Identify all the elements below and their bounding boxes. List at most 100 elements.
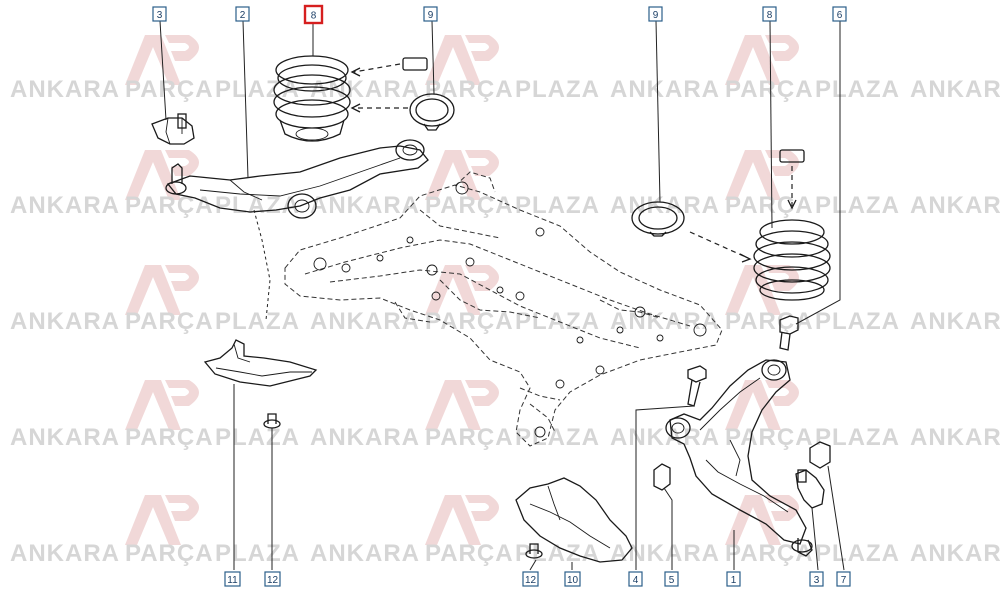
stabilizer-bracket-right: [795, 469, 825, 509]
callout-8[interactable]: 8: [303, 4, 324, 25]
watermark-logo: [125, 495, 199, 545]
callout-box: [423, 6, 438, 22]
callout-number: 8: [767, 10, 773, 21]
bolt-4: [687, 365, 707, 407]
callout-number: 9: [428, 10, 434, 21]
watermark-text: PARÇA: [425, 76, 514, 103]
callout-box: [809, 571, 824, 587]
callout-number: 12: [525, 575, 537, 586]
nut-7: [809, 441, 831, 469]
assembly-arrow: [353, 63, 401, 73]
screw-right: [525, 543, 543, 559]
callout-box: [648, 6, 663, 22]
watermark-text: PLAZA: [815, 308, 900, 335]
callout-6[interactable]: 6: [832, 6, 847, 22]
callout-10[interactable]: 10: [564, 571, 581, 587]
watermark-text: PLAZA: [215, 424, 300, 451]
callout-number: 9: [653, 10, 659, 21]
callout-box: [664, 571, 679, 587]
watermark-text: PARÇA: [725, 76, 814, 103]
watermark-text: PLAZA: [815, 424, 900, 451]
watermark-text: PARÇA: [125, 308, 214, 335]
callout-number: 4: [633, 575, 639, 586]
callout-4[interactable]: 4: [628, 571, 643, 587]
callout-box: [628, 571, 643, 587]
callout-number: 8: [311, 11, 317, 22]
callout-box: [224, 571, 241, 587]
watermark-logo: [425, 35, 499, 85]
callout-box: [235, 6, 250, 22]
watermark-text: ANKARA: [10, 192, 120, 219]
watermark-text: ANKARA: [310, 540, 420, 567]
callout-number: 10: [567, 575, 579, 586]
watermark-text: ANKARA: [310, 424, 420, 451]
watermark-logo: [725, 150, 799, 200]
watermark-text: PARÇA: [125, 424, 214, 451]
watermark-text: PARÇA: [425, 308, 514, 335]
coil-spring-left: [273, 55, 351, 142]
watermark-text: ANKARA: [310, 192, 420, 219]
lower-control-arm-left: [165, 139, 429, 219]
leader-lines: [159, 20, 845, 571]
callout-box: [726, 571, 741, 587]
callout-number: 1: [731, 575, 737, 586]
callout-box: [762, 6, 777, 22]
watermark-logo: [125, 35, 199, 85]
watermark-text: PARÇA: [125, 540, 214, 567]
bolt-right: [779, 315, 799, 351]
coil-spring-right: [753, 219, 831, 301]
callout-7[interactable]: 7: [836, 571, 851, 587]
watermark-text: PARÇA: [125, 192, 214, 219]
callout-1[interactable]: 1: [726, 571, 741, 587]
callout-box: [303, 4, 324, 25]
callout-5[interactable]: 5: [664, 571, 679, 587]
spring-seat-ring-right: [631, 201, 685, 237]
watermark-logo: [125, 150, 199, 200]
callout-box: [564, 571, 581, 587]
callout-8[interactable]: 8: [762, 6, 777, 22]
callout-box: [152, 6, 167, 22]
callout-11[interactable]: 11: [224, 571, 241, 587]
spring-seat-rubber-right: [779, 149, 805, 163]
callout-9[interactable]: 9: [648, 6, 663, 22]
callout-9[interactable]: 9: [423, 6, 438, 22]
watermark-text: ANKARA: [10, 424, 120, 451]
watermark-text: PLAZA: [815, 540, 900, 567]
arrow-head: [787, 199, 797, 210]
watermark-text: ANKARA: [910, 192, 1000, 219]
assembly-arrow: [689, 231, 749, 259]
watermark-text: ANKARA: [10, 308, 120, 335]
callout-number: 2: [240, 10, 246, 21]
callout-12[interactable]: 12: [522, 571, 539, 587]
callout-2[interactable]: 2: [235, 6, 250, 22]
watermark-logo: [425, 495, 499, 545]
callout-number: 11: [227, 575, 238, 586]
callout-box: [264, 571, 281, 587]
stabilizer-bracket-left: [151, 113, 195, 145]
watermark-text: ANKARA: [610, 192, 720, 219]
watermark-text: PARÇA: [425, 424, 514, 451]
watermark-text: PLAZA: [515, 192, 600, 219]
arrow-head: [350, 103, 361, 113]
watermark-text: ANKARA: [610, 308, 720, 335]
arrow-head: [739, 253, 752, 263]
spring-seat-ring-left: [409, 93, 455, 131]
splash-shield-left: [203, 339, 318, 387]
subframe: [284, 171, 723, 447]
callout-3[interactable]: 3: [152, 6, 167, 22]
callout-3[interactable]: 3: [809, 571, 824, 587]
splash-shield-right: [515, 477, 633, 563]
callout-number: 6: [837, 10, 843, 21]
watermark-logo: [125, 265, 199, 315]
watermark-text: PLAZA: [815, 192, 900, 219]
watermark-text: PARÇA: [425, 540, 514, 567]
watermark-text: ANKARA: [10, 540, 120, 567]
watermark-text: PLAZA: [215, 540, 300, 567]
watermark-text: PLAZA: [215, 192, 300, 219]
watermark-text: PLAZA: [215, 308, 300, 335]
watermark-text: PLAZA: [815, 76, 900, 103]
watermark-text: ANKARA: [610, 540, 720, 567]
callout-12[interactable]: 12: [264, 571, 281, 587]
